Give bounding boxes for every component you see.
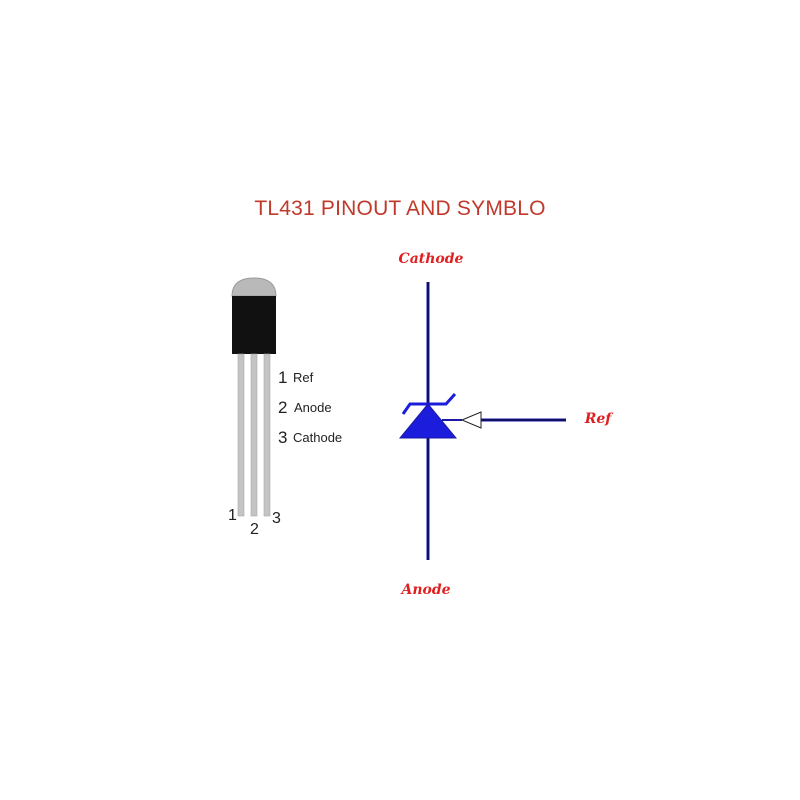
package-body xyxy=(232,296,276,354)
lead-numbers: 1 2 3 xyxy=(228,507,281,538)
lead-number-1: 1 xyxy=(228,507,237,524)
anode-label: Anode xyxy=(399,582,450,598)
lead-1 xyxy=(237,353,245,517)
package-dome xyxy=(231,277,277,297)
lead-3 xyxy=(263,353,271,517)
pin-3-number: 3 xyxy=(278,428,287,447)
pin-2-name: Anode xyxy=(294,400,332,415)
lead-2 xyxy=(250,353,258,517)
to92-package xyxy=(231,277,277,517)
pin-3-name: Cathode xyxy=(293,430,342,445)
pin-2-number: 2 xyxy=(278,398,287,417)
pin-1-name: Ref xyxy=(293,370,314,385)
cathode-label: Cathode xyxy=(399,251,464,267)
tl431-symbol xyxy=(398,282,566,560)
ref-arrow xyxy=(460,411,482,429)
ref-label: Ref xyxy=(584,411,615,427)
pin-list: 1 Ref 2 Anode 3 Cathode xyxy=(278,368,342,447)
lead-number-3: 3 xyxy=(272,510,281,527)
lead-number-2: 2 xyxy=(250,521,259,538)
diagram-title: TL431 PINOUT AND SYMBLO xyxy=(254,197,546,220)
pin-1-number: 1 xyxy=(278,368,287,387)
